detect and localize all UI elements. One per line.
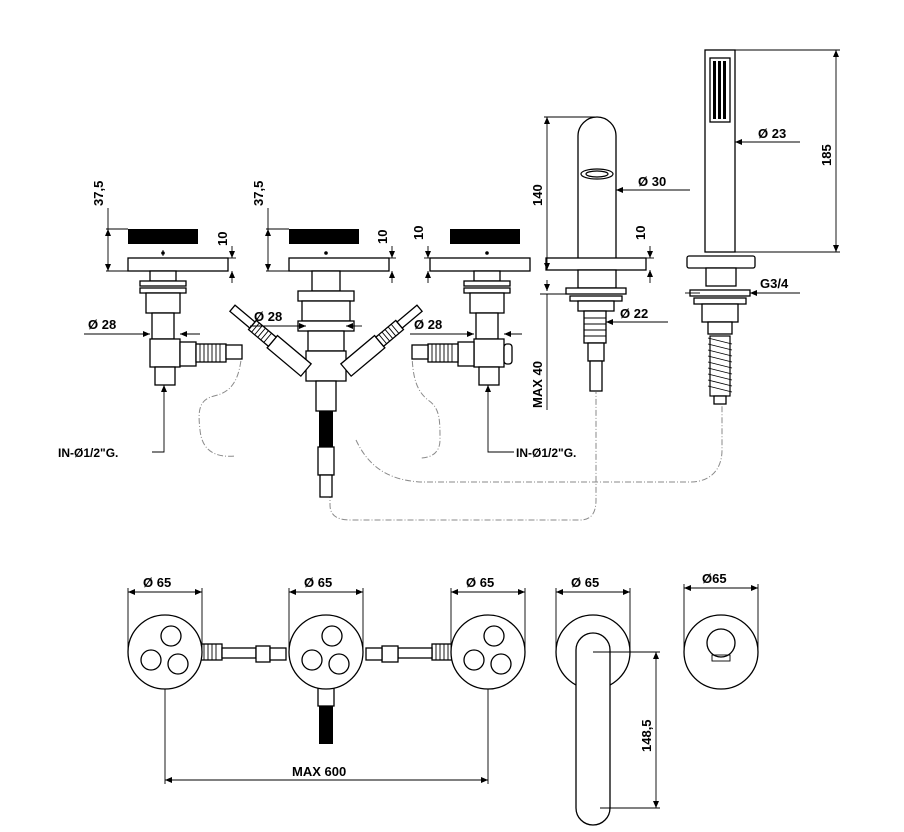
top-view (127, 584, 759, 826)
dim-g3-4: G3/4 (760, 276, 789, 291)
dim-185: 185 (819, 144, 834, 166)
dim-d30: Ø 30 (638, 174, 666, 189)
dim-d65-left: Ø 65 (143, 575, 171, 590)
dim-d28-right: Ø 28 (414, 317, 442, 332)
dim-d65-right: Ø 65 (466, 575, 494, 590)
dimension-text: 37,5 10 37,5 10 10 140 10 MAX 40 185 148… (58, 126, 834, 779)
dim-148-5: 148,5 (639, 719, 654, 752)
dimension-lines-side (84, 49, 840, 453)
dim-10-right: 10 (411, 226, 426, 240)
hand-shower-side-view (686, 49, 756, 405)
dim-d28-left: Ø 28 (88, 317, 116, 332)
dim-10-center: 10 (375, 230, 390, 244)
hose-lines (198, 349, 723, 521)
dim-10-spout: 10 (633, 226, 648, 240)
dim-37-5-center: 37,5 (251, 181, 266, 206)
center-diverter-side-view (228, 229, 424, 498)
dim-d28-center: Ø 28 (254, 309, 282, 324)
dim-140: 140 (530, 184, 545, 206)
dim-d22: Ø 22 (620, 306, 648, 321)
dim-d65-shower: Ø65 (702, 571, 727, 586)
dim-d23: Ø 23 (758, 126, 786, 141)
dim-d65-spout: Ø 65 (571, 575, 599, 590)
dim-max-600: MAX 600 (292, 764, 346, 779)
dim-max-40: MAX 40 (530, 361, 545, 408)
dim-d65-center: Ø 65 (304, 575, 332, 590)
dim-37-5-left: 37,5 (91, 181, 106, 206)
dim-10-left: 10 (215, 232, 230, 246)
left-valve-side-view (127, 229, 243, 386)
spout-side-view (545, 116, 647, 392)
inlet-label-left: IN-Ø1/2"G. (58, 446, 118, 460)
inlet-label-right: IN-Ø1/2"G. (516, 446, 576, 460)
right-valve-side-view (411, 229, 531, 386)
